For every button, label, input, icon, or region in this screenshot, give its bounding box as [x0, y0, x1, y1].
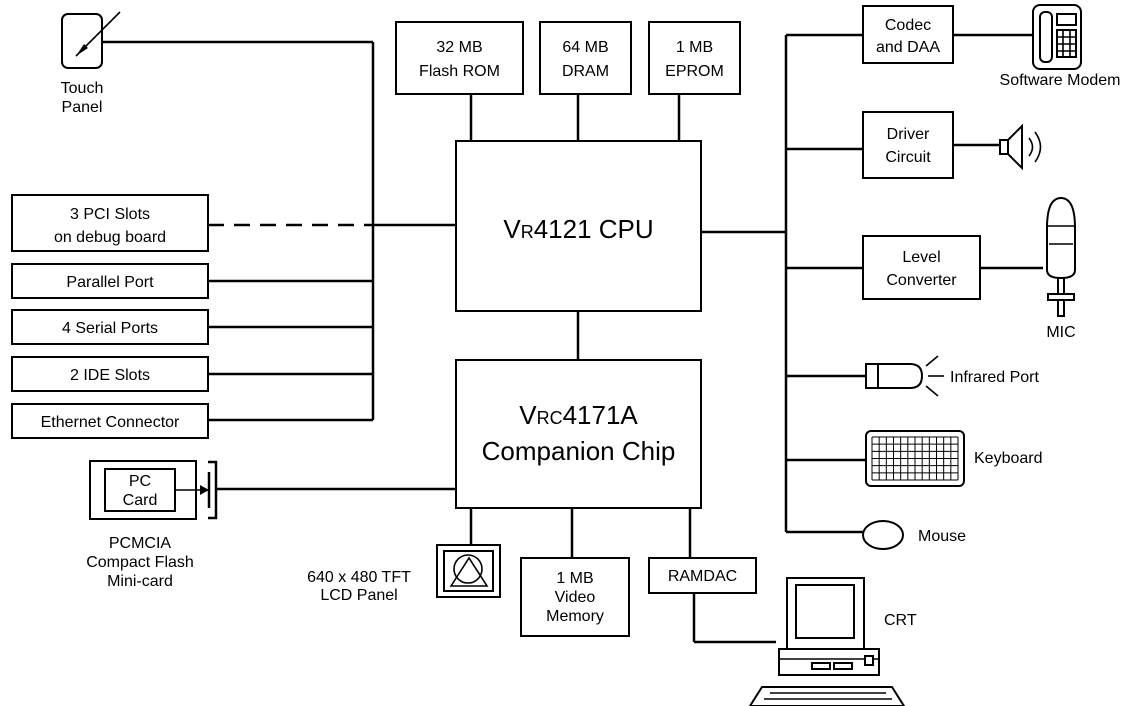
driver-label-line2: Circuit	[885, 149, 931, 166]
crt-label: CRT	[884, 612, 917, 629]
ethernet-connector-label: Ethernet Connector	[41, 414, 180, 431]
level-label-line1: Level	[902, 249, 940, 266]
eprom-block: 1 MB EPROM	[649, 22, 740, 94]
mouse-icon	[863, 521, 903, 549]
ramdac-block: RAMDAC	[649, 558, 756, 593]
software-modem-label: Software Modem	[1000, 72, 1121, 89]
speaker-icon	[953, 126, 1041, 168]
dram-label-line1: 64 MB	[562, 39, 608, 56]
companion-label-line2: Companion Chip	[482, 436, 676, 466]
keyboard-label: Keyboard	[974, 450, 1043, 467]
touch-panel-icon	[62, 12, 120, 68]
pc-card-slot-icon	[208, 462, 216, 518]
pci-label-line1: 3 PCI Slots	[70, 206, 150, 223]
mic-label: MIC	[1046, 324, 1075, 341]
pcmcia-label-line3: Mini-card	[107, 573, 173, 590]
level-converter-block: Level Converter	[863, 236, 980, 299]
flash-rom-label-line1: 32 MB	[436, 39, 482, 56]
pci-label-line2: on debug board	[54, 229, 166, 246]
ramdac-label: RAMDAC	[668, 568, 737, 585]
flash-rom-label-line2: Flash ROM	[419, 63, 500, 80]
video-memory-label-line2: Video	[555, 589, 596, 606]
driver-circuit-block: Driver Circuit	[863, 112, 953, 178]
parallel-port-block: Parallel Port	[12, 264, 208, 298]
pcmcia-label-line2: Compact Flash	[86, 554, 194, 571]
codec-label-line1: Codec	[885, 17, 931, 34]
pcmcia-label-line1: PCMCIA	[109, 535, 172, 552]
mouse-label: Mouse	[918, 528, 966, 545]
microphone-icon	[1047, 198, 1075, 316]
phone-icon	[1033, 5, 1081, 69]
video-memory-block: 1 MB Video Memory	[521, 558, 629, 636]
level-label-line2: Converter	[886, 272, 957, 289]
pci-slots-block: 3 PCI Slots on debug board	[12, 195, 208, 251]
keyboard-icon	[866, 431, 964, 486]
eprom-label-line1: 1 MB	[676, 39, 713, 56]
touch-panel-label-line1: Touch	[61, 80, 104, 97]
touch-panel-label-line2: Panel	[62, 99, 103, 116]
companion-chip-block: VRC4171A Companion Chip	[456, 360, 701, 508]
pc-card-label-line2: Card	[123, 492, 158, 509]
infrared-port-icon	[866, 356, 944, 396]
ide-slots-block: 2 IDE Slots	[12, 357, 208, 391]
video-memory-label-line3: Memory	[546, 608, 604, 625]
parallel-port-label: Parallel Port	[66, 274, 154, 291]
serial-ports-label: 4 Serial Ports	[62, 320, 158, 337]
pc-card-label-line1: PC	[129, 473, 151, 490]
ethernet-connector-block: Ethernet Connector	[12, 404, 208, 438]
pc-card-device: PC Card	[90, 461, 209, 519]
driver-label-line1: Driver	[887, 126, 930, 143]
dram-label-line2: DRAM	[562, 63, 609, 80]
video-memory-label-line1: 1 MB	[556, 570, 593, 587]
dram-block: 64 MB DRAM	[540, 22, 631, 94]
eprom-label-line2: EPROM	[665, 63, 724, 80]
ide-slots-label: 2 IDE Slots	[70, 367, 150, 384]
cpu-block: VR4121 CPU	[456, 141, 701, 311]
lcd-label-line2: LCD Panel	[320, 587, 397, 604]
flash-rom-block: 32 MB Flash ROM	[396, 22, 523, 94]
codec-daa-block: Codec and DAA	[863, 6, 953, 63]
lcd-label-line1: 640 x 480 TFT	[307, 569, 411, 586]
infrared-port-label: Infrared Port	[950, 369, 1039, 386]
codec-label-line2: and DAA	[876, 39, 940, 56]
serial-ports-block: 4 Serial Ports	[12, 310, 208, 344]
lcd-panel-icon	[437, 545, 500, 597]
